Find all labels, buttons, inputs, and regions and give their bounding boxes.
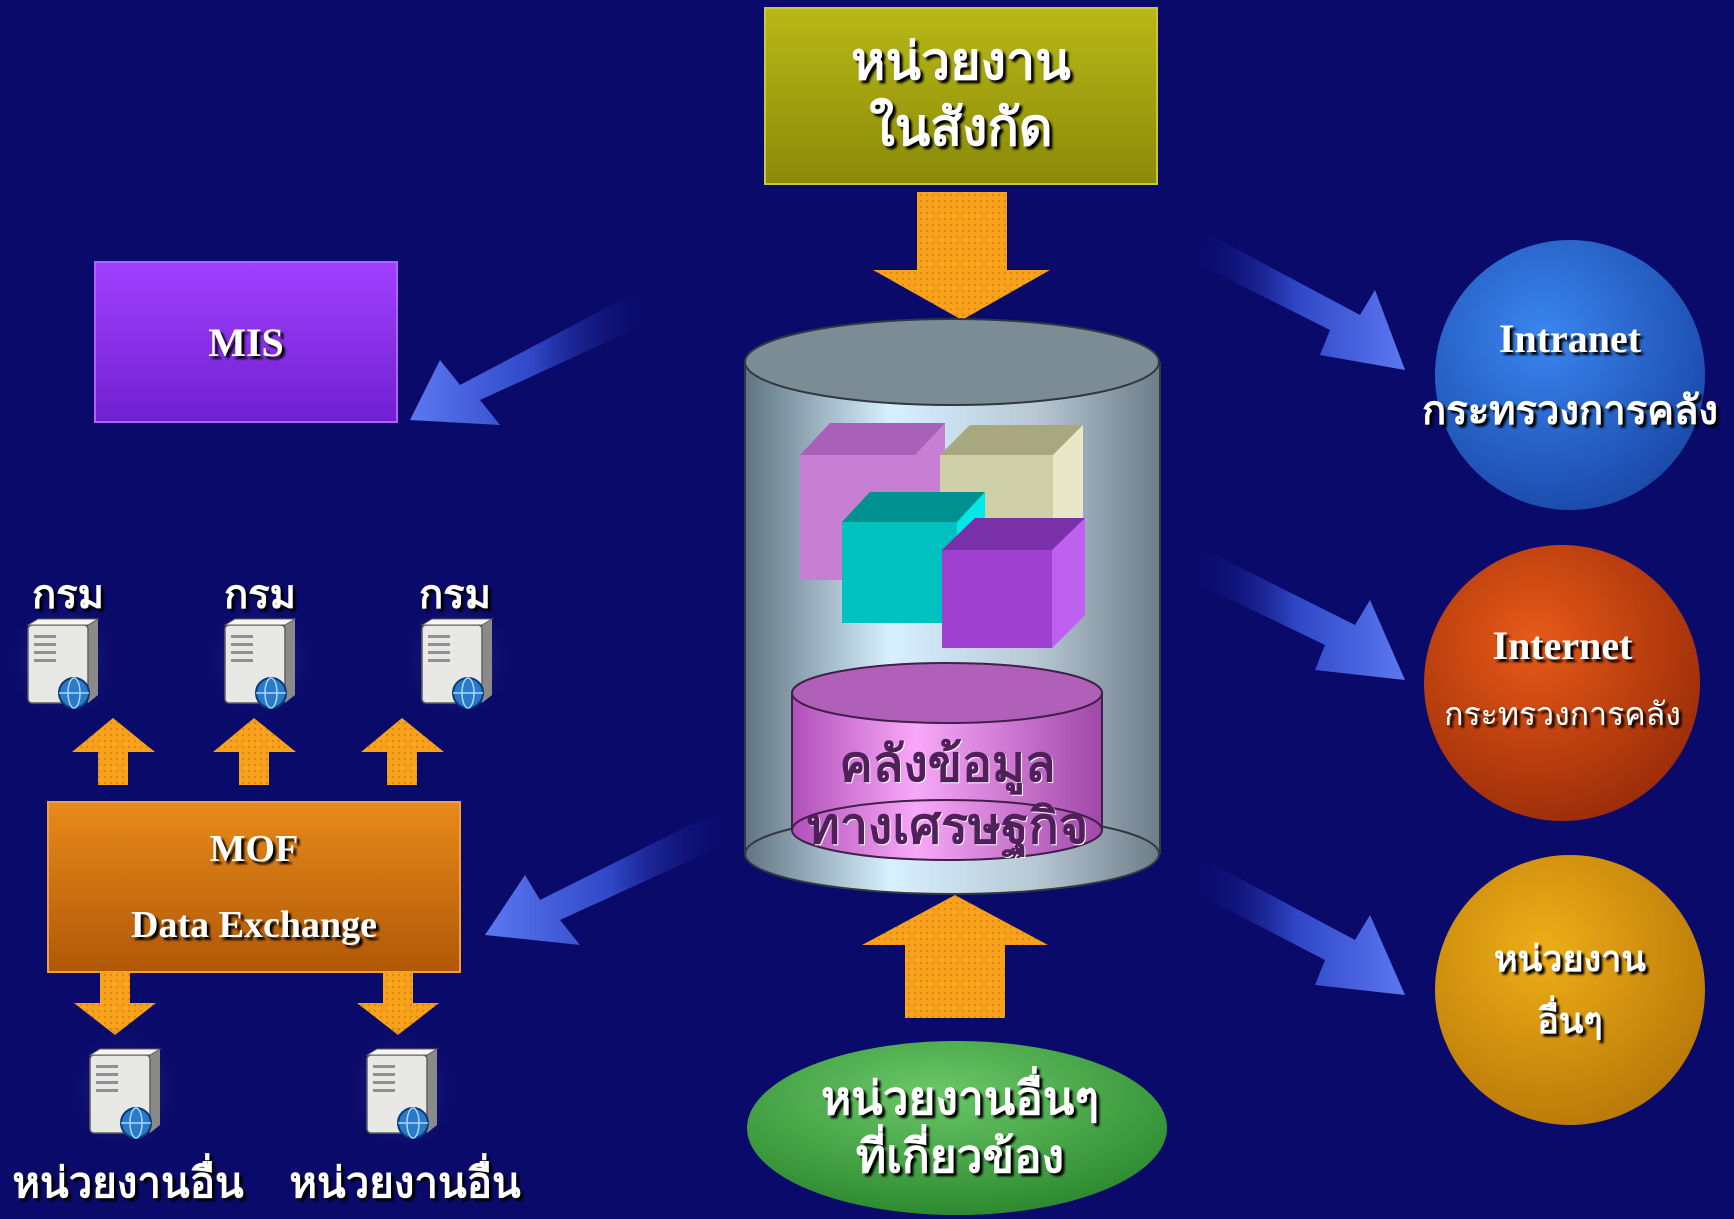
bottom-unit-line2: ที่เกี่ยวข้อง xyxy=(855,1131,1065,1182)
server-icon xyxy=(342,1025,462,1155)
other-agency-label-2: หน่วยงานอื่น xyxy=(289,1161,521,1207)
warehouse-label: คลังข้อมูล ทางเศรษฐกิจ xyxy=(790,730,1105,860)
others-line2: อื่นๆ xyxy=(1537,1001,1603,1041)
mof-box xyxy=(47,801,461,973)
warehouse-line1: คลังข้อมูล xyxy=(839,736,1056,792)
intranet-circle xyxy=(1435,240,1705,510)
bottom-unit-ellipse xyxy=(747,1041,1167,1215)
bottom-unit-line1: หน่วยงานอื่นๆ xyxy=(820,1073,1100,1124)
internet-label: Internet กระทรวงการคลัง xyxy=(1415,610,1710,750)
intranet-line2: กระทรวงการคลัง xyxy=(1422,388,1718,433)
department-label-3: กรม xyxy=(418,572,492,617)
server-icon xyxy=(65,1025,185,1155)
blue-arrow-to-mof xyxy=(485,810,735,945)
database-icon xyxy=(791,662,1103,861)
internet-line2: กระทรวงการคลัง xyxy=(1444,696,1681,732)
orange-arrow-up-dept-1 xyxy=(72,718,155,785)
top-unit-box xyxy=(764,7,1158,185)
blue-arrow-to-internet xyxy=(1190,550,1405,680)
blue-arrow-to-intranet xyxy=(1190,235,1405,370)
server-icon xyxy=(200,595,320,725)
mof-line1: MOF xyxy=(209,828,299,870)
orange-arrow-up-dept-3 xyxy=(361,718,444,785)
internet-circle xyxy=(1424,545,1700,821)
department-label-2: กรม xyxy=(223,572,297,617)
top-unit-label: หน่วยงาน ในสังกัด xyxy=(765,8,1157,184)
other-agency-label-1: หน่วยงานอื่น xyxy=(12,1161,244,1207)
cube-icon xyxy=(942,518,1085,648)
internet-line1: Internet xyxy=(1492,623,1633,668)
server-icon xyxy=(397,595,517,725)
intranet-line1: Intranet xyxy=(1498,316,1642,361)
others-line1: หน่วยงาน xyxy=(1493,939,1647,979)
others-circle xyxy=(1435,855,1705,1125)
orange-arrow-up-to-warehouse xyxy=(862,895,1048,1018)
top-unit-line2: ในสังกัด xyxy=(869,100,1053,157)
orange-arrow-down-to-warehouse xyxy=(873,192,1050,320)
blue-arrow-to-mis xyxy=(410,290,655,425)
orange-arrow-down-agency-1 xyxy=(74,972,156,1035)
warehouse-line2: ทางเศรษฐกิจ xyxy=(806,798,1089,854)
mis-box xyxy=(94,261,398,423)
mis-label: MIS xyxy=(95,262,397,422)
mis-text: MIS xyxy=(208,319,284,365)
bottom-unit-label: หน่วยงานอื่นๆ ที่เกี่ยวข้อง xyxy=(760,1058,1160,1198)
mof-label: MOF Data Exchange xyxy=(48,802,460,972)
others-label: หน่วยงาน อื่นๆ xyxy=(1440,920,1700,1060)
blue-arrow-to-others xyxy=(1190,860,1405,995)
mof-line2: Data Exchange xyxy=(131,904,377,946)
top-unit-line1: หน่วยงาน xyxy=(851,34,1071,91)
orange-arrow-down-agency-2 xyxy=(357,972,439,1035)
server-icon xyxy=(3,595,123,725)
orange-arrow-up-dept-2 xyxy=(213,718,296,785)
department-label-1: กรม xyxy=(31,572,105,617)
intranet-label: Intranet กระทรวงการคลัง xyxy=(1415,300,1725,450)
